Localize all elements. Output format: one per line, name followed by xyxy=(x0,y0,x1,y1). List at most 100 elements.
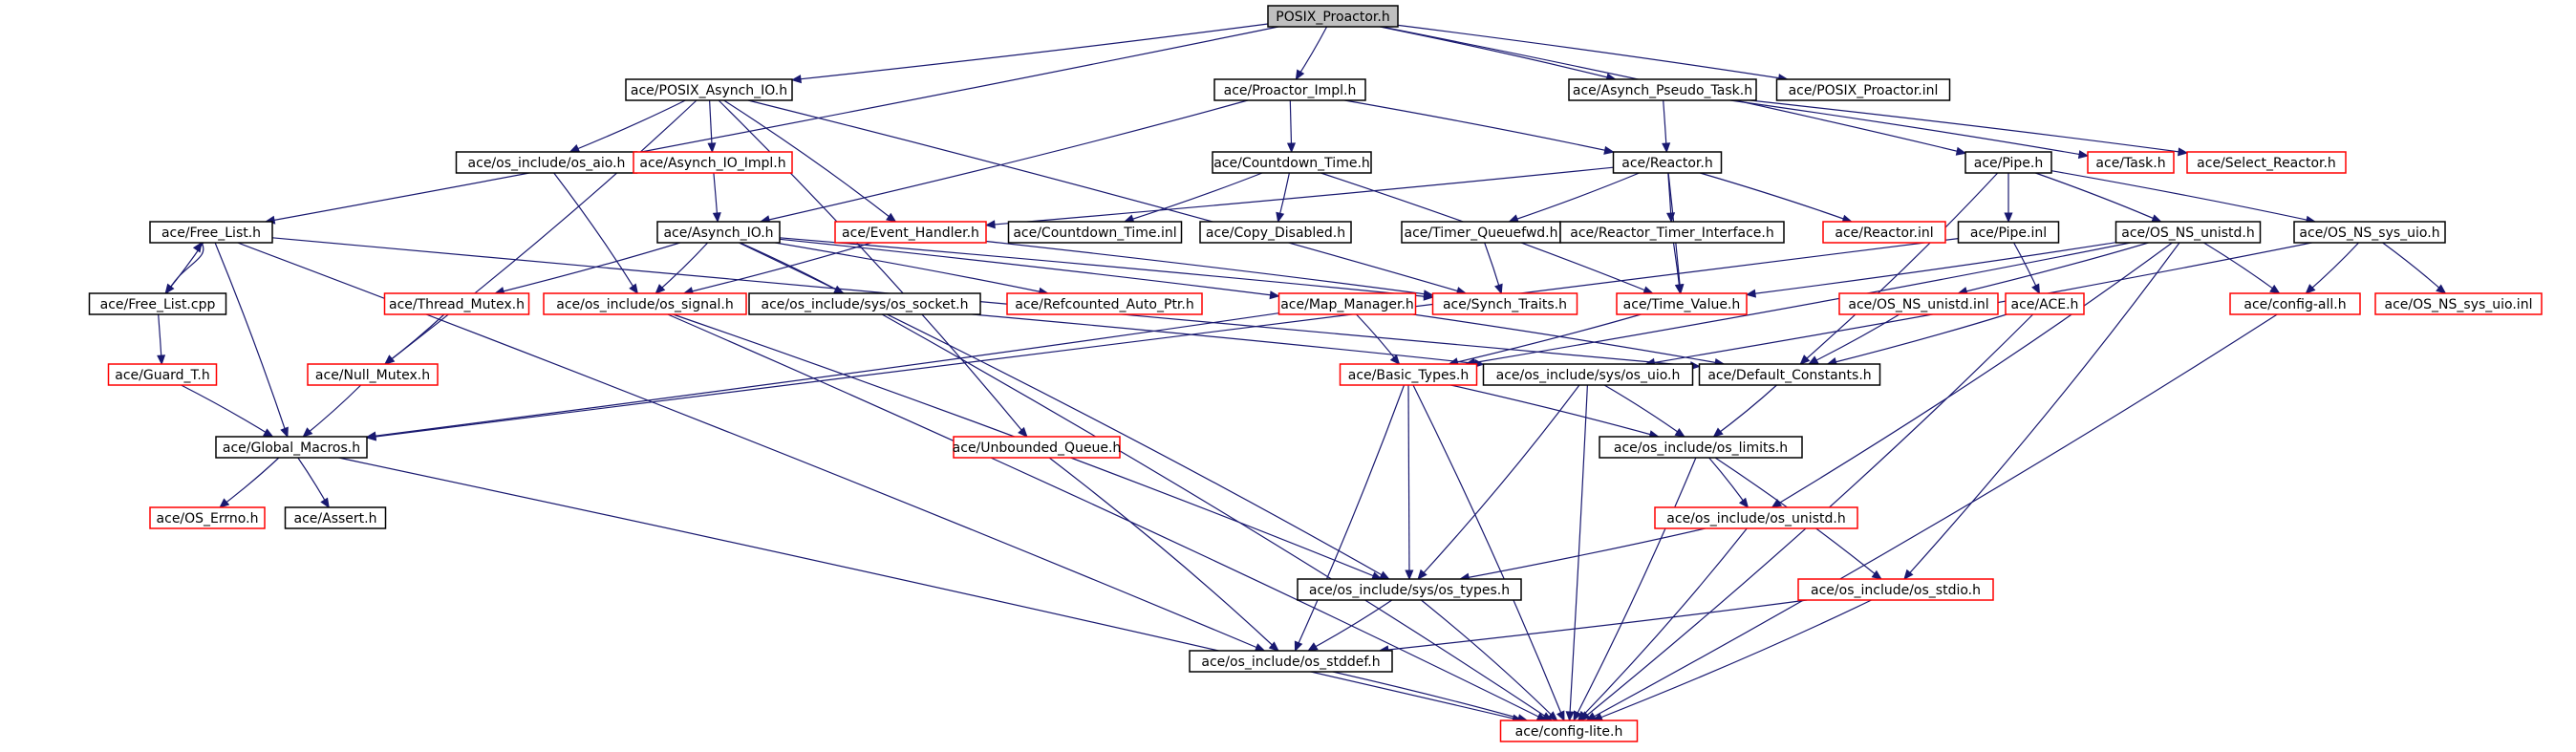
edge-os_limits_h-to-config_lite_h xyxy=(1573,457,1697,722)
node-global-macros-h[interactable]: ace/Global_Macros.h xyxy=(215,436,368,459)
node-reactor-timer-interface-h[interactable]: ace/Reactor_Timer_Interface.h xyxy=(1559,221,1785,244)
node-task-h[interactable]: ace/Task.h xyxy=(2087,151,2175,174)
node-os-stdio-h[interactable]: ace/os_include/os_stdio.h xyxy=(1797,578,1994,601)
edge-pipe_inl-to-global_macros_h xyxy=(365,238,1959,441)
edge-time_value_h-to-basic_types_h xyxy=(1448,313,1642,367)
node-assert-h[interactable]: ace/Assert.h xyxy=(284,506,387,529)
node-label: ace/OS_NS_sys_uio.inl xyxy=(2385,297,2533,312)
node-label: ace/OS_NS_unistd.inl xyxy=(1848,297,1988,312)
edge-asynch_io_h-to-refcounted_auto_ptr_h xyxy=(775,242,1049,296)
node-label: ace/Thread_Mutex.h xyxy=(389,297,525,312)
edge-free_list_h-to-global_macros_h xyxy=(214,242,289,439)
edge-default_constants_h-to-os_limits_h xyxy=(1712,384,1777,438)
node-map-manager-h[interactable]: ace/Map_Manager.h xyxy=(1277,292,1417,315)
node-unbounded-queue-h[interactable]: ace/Unbounded_Queue.h xyxy=(953,436,1122,459)
node-label: ace/Timer_Queuefwd.h xyxy=(1405,226,1558,241)
node-label: ace/OS_NS_sys_uio.h xyxy=(2299,226,2439,241)
edge-asynch_io_h-to-thread_mutex_h xyxy=(493,242,680,295)
node-label: ace/Default_Constants.h xyxy=(1707,368,1871,383)
node-free-list-cpp[interactable]: ace/Free_List.cpp xyxy=(88,292,227,315)
node-label: ace/config-lite.h xyxy=(1515,724,1623,740)
node-reactor-h[interactable]: ace/Reactor.h xyxy=(1612,151,1723,174)
node-null-mutex-h[interactable]: ace/Null_Mutex.h xyxy=(307,363,439,386)
node-asynch-pseudo-task-h[interactable]: ace/Asynch_Pseudo_Task.h xyxy=(1568,78,1757,101)
node-label: ace/Synch_Traits.h xyxy=(1443,297,1567,312)
node-copy-disabled-h[interactable]: ace/Copy_Disabled.h xyxy=(1199,221,1352,244)
node-countdown-time-h[interactable]: ace/Countdown_Time.h xyxy=(1212,151,1372,174)
node-os-stddef-h[interactable]: ace/os_include/os_stddef.h xyxy=(1189,650,1393,673)
node-os-ns-unistd-h[interactable]: ace/OS_NS_unistd.h xyxy=(2114,221,2262,244)
node-label: POSIX_Proactor.h xyxy=(1276,10,1389,25)
node-os-ns-sys-uio-inl[interactable]: ace/OS_NS_sys_uio.inl xyxy=(2374,292,2543,315)
edge-os_ns_unistd_inl-to-default_constants_h xyxy=(1807,313,1900,365)
node-label: ace/os_include/os_unistd.h xyxy=(1666,511,1845,526)
node-select-reactor-h[interactable]: ace/Select_Reactor.h xyxy=(2186,151,2347,174)
node-time-value-h[interactable]: ace/Time_Value.h xyxy=(1616,292,1748,315)
node-os-errno-h[interactable]: ace/OS_Errno.h xyxy=(149,506,266,529)
edge-asynch_io_impl_h-to-asynch_io_h xyxy=(712,172,721,224)
node-posix-proactor-h[interactable]: POSIX_Proactor.h xyxy=(1267,5,1399,28)
node-label: ace/Refcounted_Auto_Ptr.h xyxy=(1015,297,1193,312)
node-asynch-io-h[interactable]: ace/Asynch_IO.h xyxy=(656,221,781,244)
node-os-ns-unistd-inl[interactable]: ace/OS_NS_unistd.inl xyxy=(1838,292,1999,315)
edge-asynch_io_h-to-os_signal_h xyxy=(655,242,709,294)
node-label: ace/Reactor_Timer_Interface.h xyxy=(1570,226,1773,241)
node-os-limits-h[interactable]: ace/os_include/os_limits.h xyxy=(1599,436,1803,459)
node-label: ace/Countdown_Time.inl xyxy=(1013,226,1176,241)
edge-os_ns_unistd_h-to-config_all_h xyxy=(2203,242,2281,294)
node-os-types-h[interactable]: ace/os_include/sys/os_types.h xyxy=(1297,578,1522,601)
edge-os_socket_h-to-os_uio_h xyxy=(972,313,1485,368)
edge-os_unistd_h-to-os_types_h xyxy=(1458,527,1706,582)
node-label: ace/OS_NS_unistd.h xyxy=(2121,226,2255,241)
edge-countdown_time_h-to-copy_disabled_h xyxy=(1276,172,1290,224)
node-pipe-inl[interactable]: ace/Pipe.inl xyxy=(1957,221,2060,244)
node-label: ace/os_include/os_limits.h xyxy=(1614,440,1788,456)
node-posix-proactor-inl[interactable]: ace/POSIX_Proactor.inl xyxy=(1775,78,1951,101)
node-default-constants-h[interactable]: ace/Default_Constants.h xyxy=(1698,363,1881,386)
edge-null_mutex_h-to-global_macros_h xyxy=(302,384,362,438)
node-timer-queuefwd-h[interactable]: ace/Timer_Queuefwd.h xyxy=(1401,221,1561,244)
node-config-all-h[interactable]: ace/config-all.h xyxy=(2229,292,2361,315)
edge-asynch_pseudo_task_h-to-task_h xyxy=(1729,99,2090,160)
node-label: ace/os_include/sys/os_socket.h xyxy=(762,297,969,312)
node-label: ace/Task.h xyxy=(2095,156,2165,171)
node-os-unistd-h[interactable]: ace/os_include/os_unistd.h xyxy=(1654,506,1858,529)
edge-basic_types_h-to-os_types_h xyxy=(1405,384,1414,581)
node-label: ace/POSIX_Asynch_IO.h xyxy=(631,83,787,98)
node-os-uio-h[interactable]: ace/os_include/sys/os_uio.h xyxy=(1482,363,1694,386)
node-label: ace/Reactor.inl xyxy=(1835,226,1933,241)
node-label: ace/POSIX_Proactor.inl xyxy=(1789,83,1939,98)
edge-os_aio_h-to-os_signal_h xyxy=(553,172,639,295)
node-basic-types-h[interactable]: ace/Basic_Types.h xyxy=(1339,363,1478,386)
node-label: ace/config-all.h xyxy=(2243,297,2346,312)
edge-posix_asynch_io_h-to-event_handler_h xyxy=(723,99,897,223)
node-config-lite-h[interactable]: ace/config-lite.h xyxy=(1499,720,1639,742)
node-pipe-h[interactable]: ace/Pipe.h xyxy=(1964,151,2052,174)
node-asynch-io-impl-h[interactable]: ace/Asynch_IO_Impl.h xyxy=(633,151,793,174)
node-countdown-time-inl[interactable]: ace/Countdown_Time.inl xyxy=(1007,221,1183,244)
edge-thread_mutex_h-to-null_mutex_h xyxy=(384,313,445,365)
edge-free_list_cpp-to-free_list_h xyxy=(166,241,204,294)
edge-os_uio_h-to-os_limits_h xyxy=(1603,384,1685,438)
node-guard-t-h[interactable]: ace/Guard_T.h xyxy=(107,363,218,386)
node-thread-mutex-h[interactable]: ace/Thread_Mutex.h xyxy=(383,292,530,315)
node-label: ace/Time_Value.h xyxy=(1623,297,1741,312)
edge-posix_proactor_h-to-proactor_impl_h xyxy=(1295,26,1328,81)
node-os-aio-h[interactable]: ace/os_include/os_aio.h xyxy=(455,151,638,174)
node-posix-asynch-io-h[interactable]: ace/POSIX_Asynch_IO.h xyxy=(625,78,793,101)
node-reactor-inl[interactable]: ace/Reactor.inl xyxy=(1822,221,1946,244)
node-label: ace/Countdown_Time.h xyxy=(1213,156,1370,171)
node-proactor-impl-h[interactable]: ace/Proactor_Impl.h xyxy=(1213,78,1366,101)
edge-basic_types_h-to-config_lite_h xyxy=(1412,384,1565,722)
edge-posix_proactor_h-to-posix_asynch_io_h xyxy=(790,23,1269,84)
node-free-list-h[interactable]: ace/Free_List.h xyxy=(149,221,273,244)
node-refcounted-auto-ptr-h[interactable]: ace/Refcounted_Auto_Ptr.h xyxy=(1006,292,1203,315)
node-ace-h[interactable]: ace/ACE.h xyxy=(2005,292,2085,315)
node-synch-traits-h[interactable]: ace/Synch_Traits.h xyxy=(1431,292,1578,315)
node-event-handler-h[interactable]: ace/Event_Handler.h xyxy=(834,221,987,244)
node-os-socket-h[interactable]: ace/os_include/sys/os_socket.h xyxy=(748,292,981,315)
node-os-ns-sys-uio-h[interactable]: ace/OS_NS_sys_uio.h xyxy=(2293,221,2446,244)
node-label: ace/Pipe.h xyxy=(1974,156,2043,171)
node-os-signal-h[interactable]: ace/os_include/os_signal.h xyxy=(543,292,747,315)
node-label: ace/os_include/os_signal.h xyxy=(556,297,734,312)
